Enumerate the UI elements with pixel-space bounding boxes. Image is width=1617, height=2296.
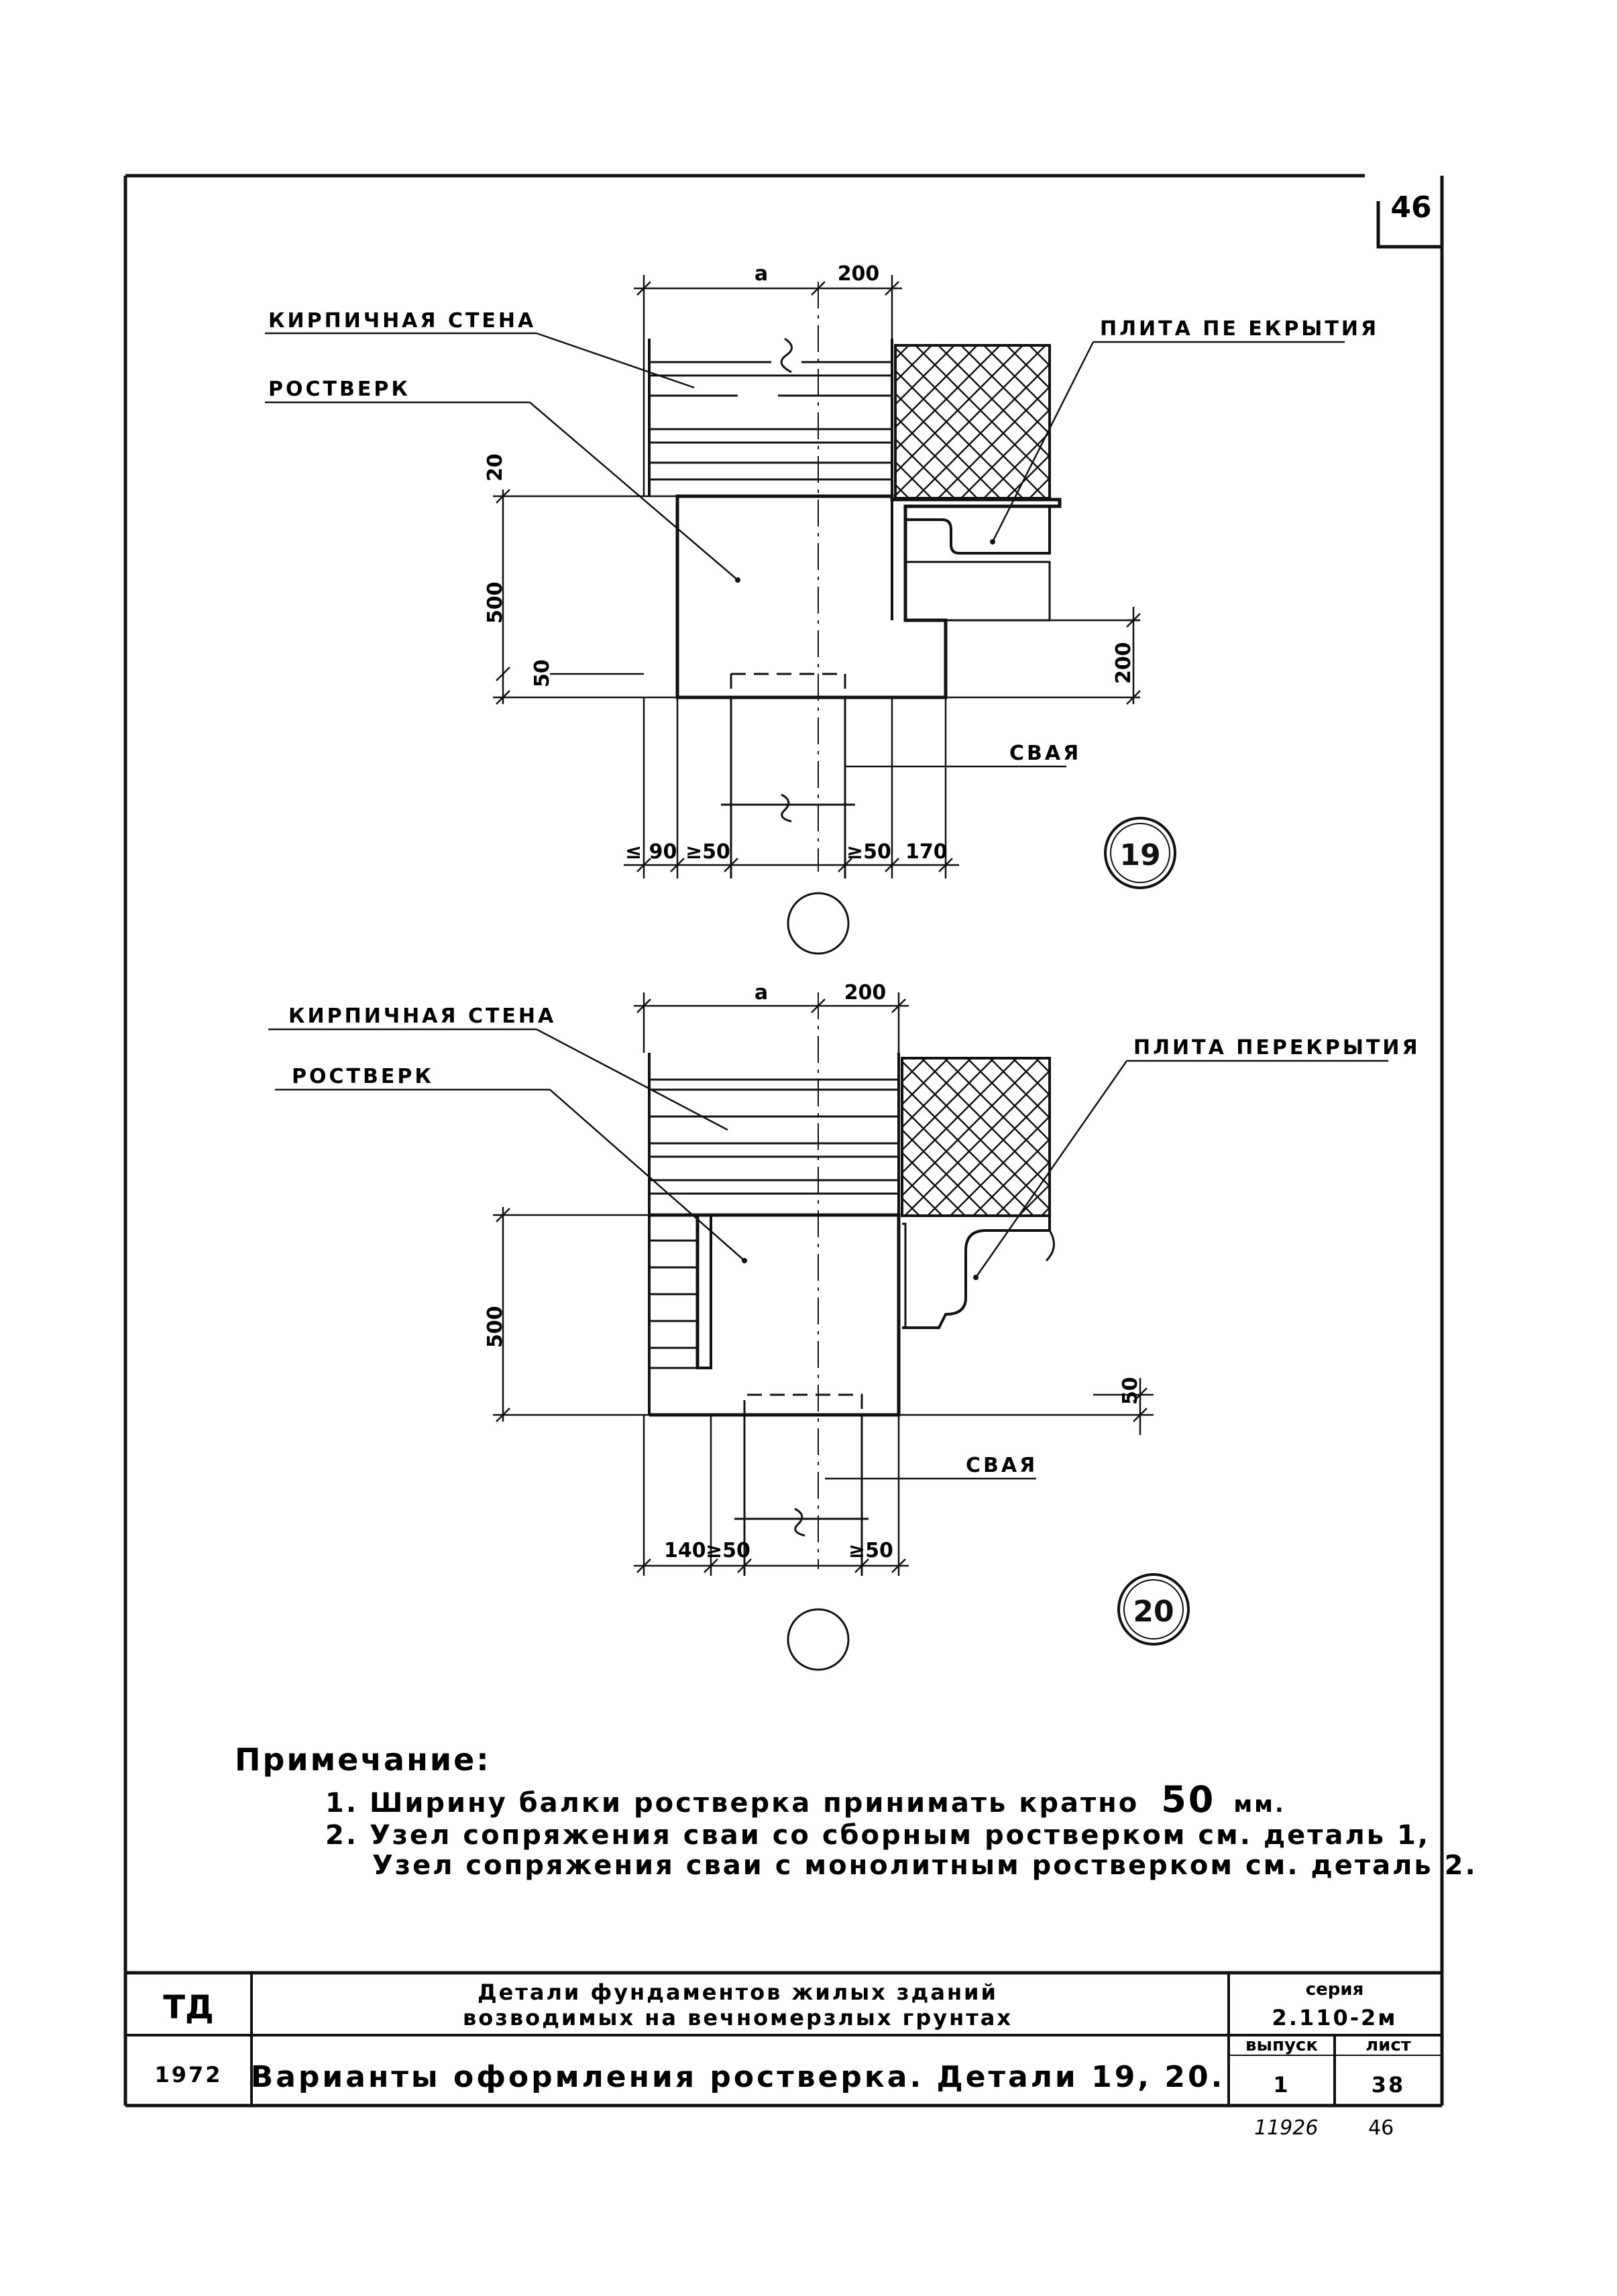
slab-profile-20 <box>902 1214 1051 1329</box>
pile-19 <box>721 673 855 878</box>
brick-wall-19 <box>648 337 893 496</box>
note-line-1-value: 50 <box>1161 1778 1215 1821</box>
note-line-3: Узел сопряжения сваи с монолитным ростве… <box>372 1850 1477 1881</box>
dim-ge50-right-19: ≥50 <box>846 840 891 864</box>
label-pile-20: СВАЯ <box>966 1454 1038 1477</box>
bottom-dimensions-19 <box>624 697 959 878</box>
svg-text:20: 20 <box>1133 1595 1174 1629</box>
series-label: серия <box>1306 1979 1364 2000</box>
floor-slab-hatch-19 <box>894 344 1051 500</box>
brick-wall-20 <box>648 1053 900 1415</box>
dim-ge50-right-20: ≥50 <box>848 1539 893 1562</box>
title-year: 1972 <box>154 2062 222 2087</box>
right-dimensions-20 <box>899 1378 1154 1435</box>
corner-number-box: 46 <box>1376 190 1442 249</box>
detail-20: 20 <box>268 992 1388 1671</box>
notes-heading: Примечание: <box>235 1741 491 1778</box>
title-line-1: Детали фундаментов жилых зданий <box>478 1979 998 2005</box>
dim-a-20: a <box>755 981 768 1005</box>
label-grillage-20: РОСТВЕРК <box>292 1065 434 1088</box>
detail-19: 19 <box>265 275 1345 955</box>
title-org: ТД <box>163 1989 214 2026</box>
note-line-2: 2. Узел сопряжения сваи со сборным роств… <box>325 1820 1430 1851</box>
title-block <box>125 1971 1442 2106</box>
dim-90-19: ≤ 90 <box>625 840 677 864</box>
axis-marker-19 <box>787 892 850 955</box>
dim-500-19: 500 <box>484 581 507 624</box>
dim-50-left-19: 50 <box>531 659 554 687</box>
dim-200-top-19: 200 <box>838 262 880 286</box>
footer-page-number: 46 <box>1368 2116 1394 2140</box>
note-line-1: 1. Ширину балки ростверка принимать крат… <box>325 1778 1286 1821</box>
label-brick-wall-19: КИРПИЧНАЯ СТЕНА <box>268 309 536 333</box>
bottom-dimensions-20 <box>634 1415 909 1576</box>
leaders-20 <box>268 1028 1388 1480</box>
issue-value: 1 <box>1273 2072 1290 2098</box>
dim-200-top-20: 200 <box>844 981 887 1005</box>
label-grillage-19: РОСТВЕРК <box>268 378 410 401</box>
axis-marker-20 <box>787 1608 850 1671</box>
dim-20-19: 20 <box>484 453 507 481</box>
label-brick-wall-20: КИРПИЧНАЯ СТЕНА <box>288 1005 556 1028</box>
left-dimensions-20 <box>493 1207 649 1422</box>
title-line-2: возводимых на вечномерзлых грунтах <box>463 2005 1013 2030</box>
left-dimensions-19 <box>493 489 677 705</box>
notes-block: Примечание: 1. Ширину балки ростверка пр… <box>235 1741 1477 1881</box>
grillage-19 <box>675 494 1062 699</box>
top-dimensions-19 <box>634 275 902 496</box>
sheet-label: лист <box>1365 2035 1411 2055</box>
dim-ge50-left-19: ≥50 <box>685 840 730 864</box>
dim-50-right-20: 50 <box>1119 1377 1142 1405</box>
sheet-value: 38 <box>1372 2072 1406 2098</box>
leaders-19 <box>265 332 1345 768</box>
label-floor-slab-20: ПЛИТА ПЕРЕКРЫТИЯ <box>1133 1036 1420 1059</box>
issue-label: выпуск <box>1245 2035 1318 2055</box>
detail-number-20: 20 <box>1117 1573 1190 1646</box>
dim-500-20: 500 <box>484 1306 507 1348</box>
series-value: 2.110-2м <box>1272 2005 1398 2030</box>
slab-profile-19 <box>905 505 1051 555</box>
dim-140-20: 140 <box>664 1539 706 1562</box>
pile-20 <box>734 1393 869 1576</box>
label-floor-slab-19: ПЛИТА ПЕ ЕКРЫТИЯ <box>1100 317 1379 341</box>
sheet-frame <box>123 174 1444 2108</box>
corner-number: 46 <box>1390 190 1431 225</box>
dim-170-19: 170 <box>905 840 948 864</box>
note-line-1-unit: мм. <box>1233 1791 1286 1818</box>
floor-slab-hatch-20 <box>901 1057 1051 1217</box>
detail-number-19: 19 <box>1104 817 1176 889</box>
dim-200-right-19: 200 <box>1112 642 1135 684</box>
top-dimensions-20 <box>634 992 909 1053</box>
label-pile-19: СВАЯ <box>1009 742 1081 765</box>
dim-a-19: a <box>755 262 768 286</box>
svg-text:19: 19 <box>1119 838 1160 872</box>
note-line-1-text: 1. Ширину балки ростверка принимать крат… <box>325 1788 1139 1819</box>
dim-ge50-left-20: ≥50 <box>706 1539 750 1562</box>
grillage-20 <box>649 1213 901 1417</box>
right-dimensions-19 <box>946 607 1141 705</box>
footer-code: 11926 <box>1254 2116 1318 2140</box>
sheet-title: Варианты оформления ростверка. Детали 19… <box>251 2060 1225 2094</box>
